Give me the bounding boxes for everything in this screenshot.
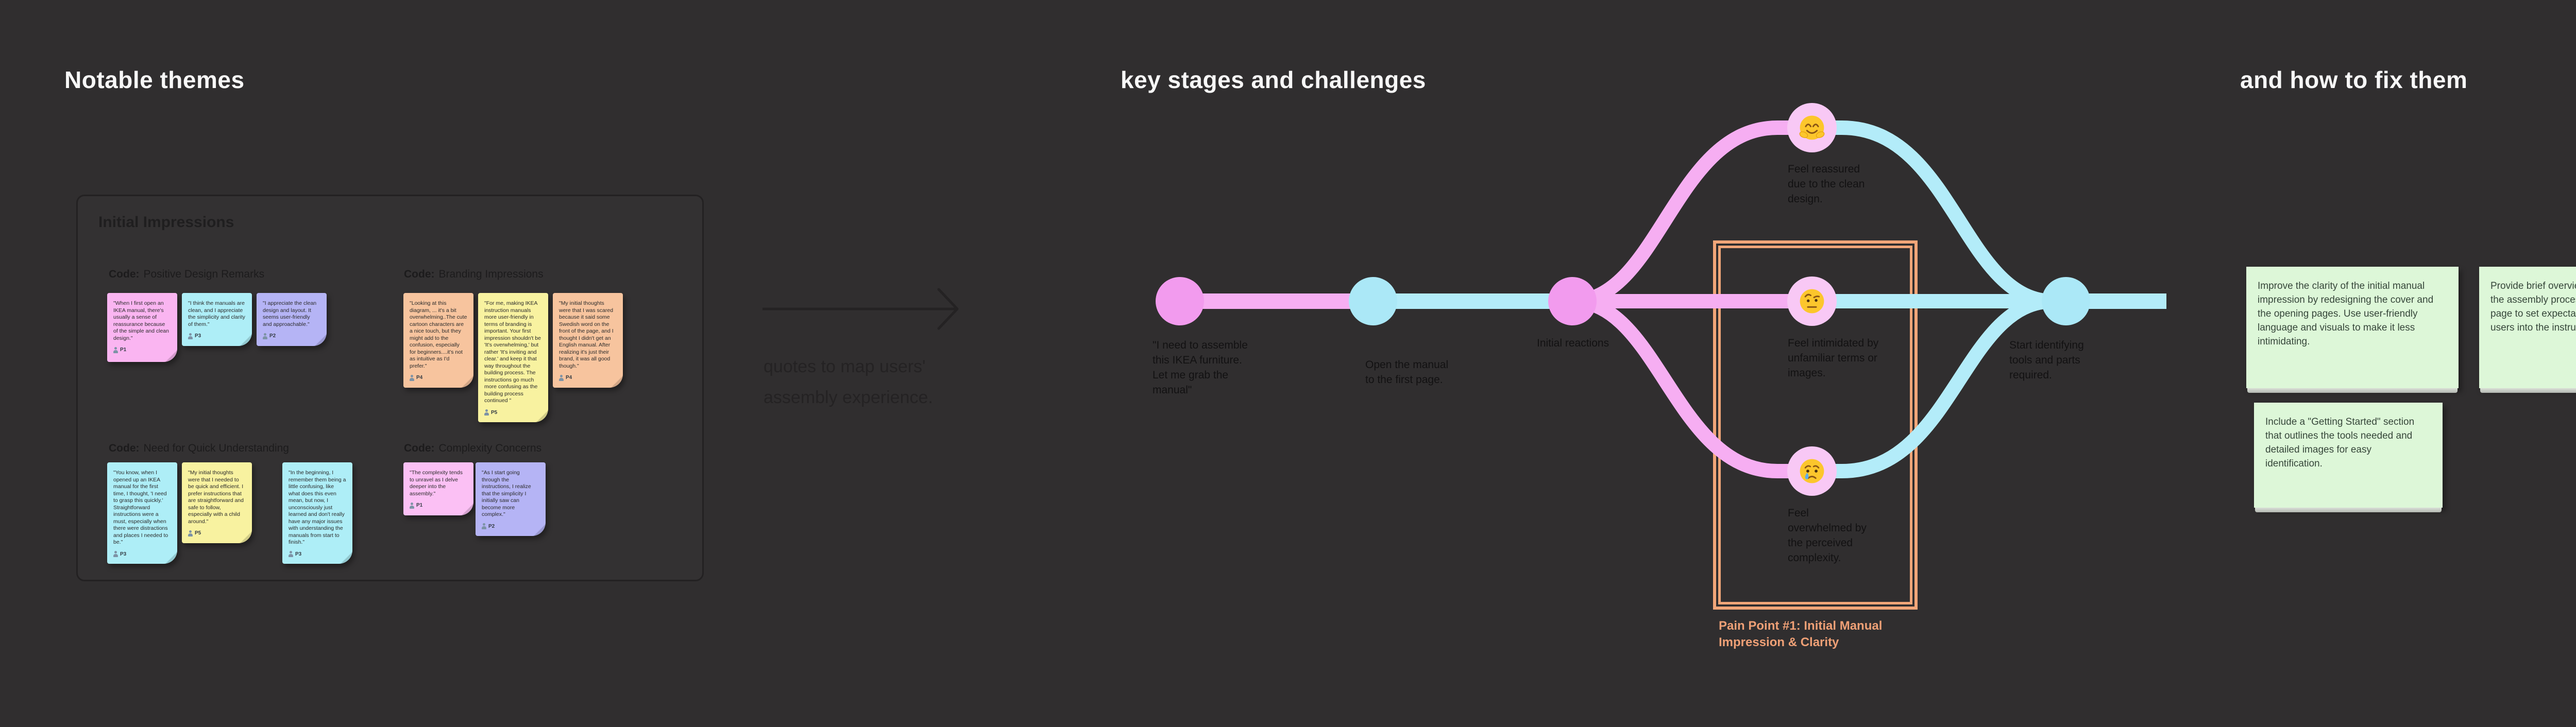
sticky-note[interactable]: "As I start going through the instructio… <box>476 462 546 536</box>
stage-node-identify-tools[interactable] <box>2042 277 2090 325</box>
stage-label-open-manual[interactable]: Open the manual to the first page. <box>1365 359 1449 386</box>
faint-annotation-text[interactable]: quotes to map users' assembly experience… <box>764 351 933 413</box>
sticky-text: "The complexity tends to unravel as I de… <box>410 470 463 497</box>
heading-key-stages[interactable]: key stages and challenges <box>1121 66 1426 93</box>
sticky-note[interactable]: "The complexity tends to unravel as I de… <box>403 462 473 515</box>
emotion-label-intimidated[interactable]: Feel intimidated by unfamiliar terms or … <box>1788 337 1879 379</box>
fix-sticky-note[interactable]: Provide brief overview or summary of the… <box>2479 267 2576 393</box>
code-label-quick-understanding[interactable]: Code:Need for Quick Understanding <box>109 442 289 455</box>
faint-line: assembly experience. <box>764 388 933 407</box>
code-label-complexity[interactable]: Code:Complexity Concerns <box>404 442 541 455</box>
code-prefix: Code: <box>109 268 140 280</box>
author-label: P5 <box>195 530 201 536</box>
sticky-note[interactable]: "I think the manuals are clean, and I ap… <box>182 293 252 346</box>
author-label: P2 <box>269 333 276 339</box>
person-icon <box>188 333 193 339</box>
author-label: P3 <box>120 551 127 557</box>
sticky-text: "Looking at this diagram, ... it's a bit… <box>410 300 467 369</box>
sticky-text: "I think the manuals are clean, and I ap… <box>188 300 245 327</box>
crying-face-emoji[interactable] <box>1797 456 1827 486</box>
person-icon <box>484 409 489 416</box>
fix-text: Include a "Getting Started" section that… <box>2265 417 2415 469</box>
author-label: P1 <box>416 503 423 508</box>
faint-arrow-head <box>937 288 959 330</box>
fix-sticky-note[interactable]: Improve the clarity of the initial manua… <box>2246 267 2459 393</box>
person-icon <box>482 523 486 530</box>
person-icon <box>188 530 193 536</box>
code-label-branding[interactable]: Code:Branding Impressions <box>404 268 544 281</box>
heading-how-to-fix[interactable]: and how to fix them <box>2240 66 2468 93</box>
sticky-text: "As I start going through the instructio… <box>482 470 531 517</box>
person-icon <box>113 347 118 353</box>
person-icon <box>263 333 267 339</box>
code-title: Need for Quick Understanding <box>143 442 290 454</box>
sticky-text: "You know, when I opened up an IKEA manu… <box>113 470 168 545</box>
heading-notable-themes[interactable]: Notable themes <box>64 66 245 93</box>
stage-node-initial-reactions[interactable] <box>1548 277 1597 325</box>
author-label: P5 <box>491 409 498 416</box>
sticky-note[interactable]: "When I first open an IKEA manual, there… <box>107 293 177 362</box>
board-title[interactable]: Initial Impressions <box>98 214 234 231</box>
author-label: P3 <box>295 551 302 557</box>
sticky-text: "I appreciate the clean design and layou… <box>263 300 317 327</box>
stage-label-initial-reactions[interactable]: Initial reactions <box>1537 337 1609 349</box>
sticky-text: "When I first open an IKEA manual, there… <box>113 300 169 341</box>
code-label-positive-design[interactable]: Code:Positive Design Remarks <box>109 268 264 281</box>
initial-impressions-section[interactable]: Initial Impressions Code:Positive Design… <box>76 195 704 581</box>
sticky-note[interactable]: "My initial thoughts were that I needed … <box>182 462 252 543</box>
fix-text: Provide brief overview or summary of the… <box>2490 281 2576 333</box>
code-title: Branding Impressions <box>438 268 544 280</box>
fix-text: Improve the clarity of the initial manua… <box>2258 281 2434 347</box>
person-icon <box>559 374 564 381</box>
sticky-text: "My initial thoughts were that I was sca… <box>559 300 614 369</box>
code-prefix: Code: <box>109 442 140 454</box>
faint-line: quotes to map users' <box>764 357 926 376</box>
person-icon <box>289 551 293 558</box>
pain-point-label[interactable]: Pain Point #1: Initial Manual Impression… <box>1719 619 1883 649</box>
stage-node-start[interactable] <box>1156 277 1204 325</box>
stage-node-open-manual[interactable] <box>1349 277 1397 325</box>
stage-label-start[interactable]: "I need to assemble this IKEA furniture.… <box>1153 339 1248 396</box>
sticky-note[interactable]: "In the beginning, I remember them being… <box>282 462 352 564</box>
emotion-label-overwhelmed[interactable]: Feel overwhelmed by the perceived comple… <box>1788 507 1867 564</box>
sticky-note[interactable]: "You know, when I opened up an IKEA manu… <box>107 462 177 564</box>
code-prefix: Code: <box>404 442 435 454</box>
sticky-note[interactable]: "My initial thoughts were that I was sca… <box>553 293 623 388</box>
person-icon <box>410 502 414 509</box>
code-prefix: Code: <box>404 268 435 280</box>
emotion-label-reassured[interactable]: Feel reassured due to the clean design. <box>1788 163 1865 205</box>
fix-sticky-note[interactable]: Include a "Getting Started" section that… <box>2254 403 2443 512</box>
person-icon <box>410 374 414 381</box>
sticky-text: "For me, making IKEA instruction manuals… <box>484 300 541 404</box>
raised-eyebrow-emoji[interactable] <box>1797 286 1827 316</box>
author-label: P1 <box>120 347 127 353</box>
author-label: P4 <box>566 375 572 380</box>
author-label: P2 <box>488 523 495 529</box>
sticky-note[interactable]: "I appreciate the clean design and layou… <box>257 293 327 346</box>
person-icon <box>113 551 118 558</box>
sticky-note[interactable]: "For me, making IKEA instruction manuals… <box>478 293 548 422</box>
sticky-note[interactable]: "Looking at this diagram, ... it's a bit… <box>403 293 473 388</box>
code-title: Complexity Concerns <box>438 442 542 454</box>
author-label: P4 <box>416 375 423 380</box>
author-label: P3 <box>195 333 201 339</box>
sticky-text: "My initial thoughts were that I needed … <box>188 470 244 525</box>
stage-label-identify-tools[interactable]: Start identifying tools and parts requir… <box>2009 339 2084 381</box>
sticky-text: "In the beginning, I remember them being… <box>289 470 346 545</box>
hugging-face-emoji[interactable] <box>1797 113 1827 143</box>
code-title: Positive Design Remarks <box>143 268 265 280</box>
